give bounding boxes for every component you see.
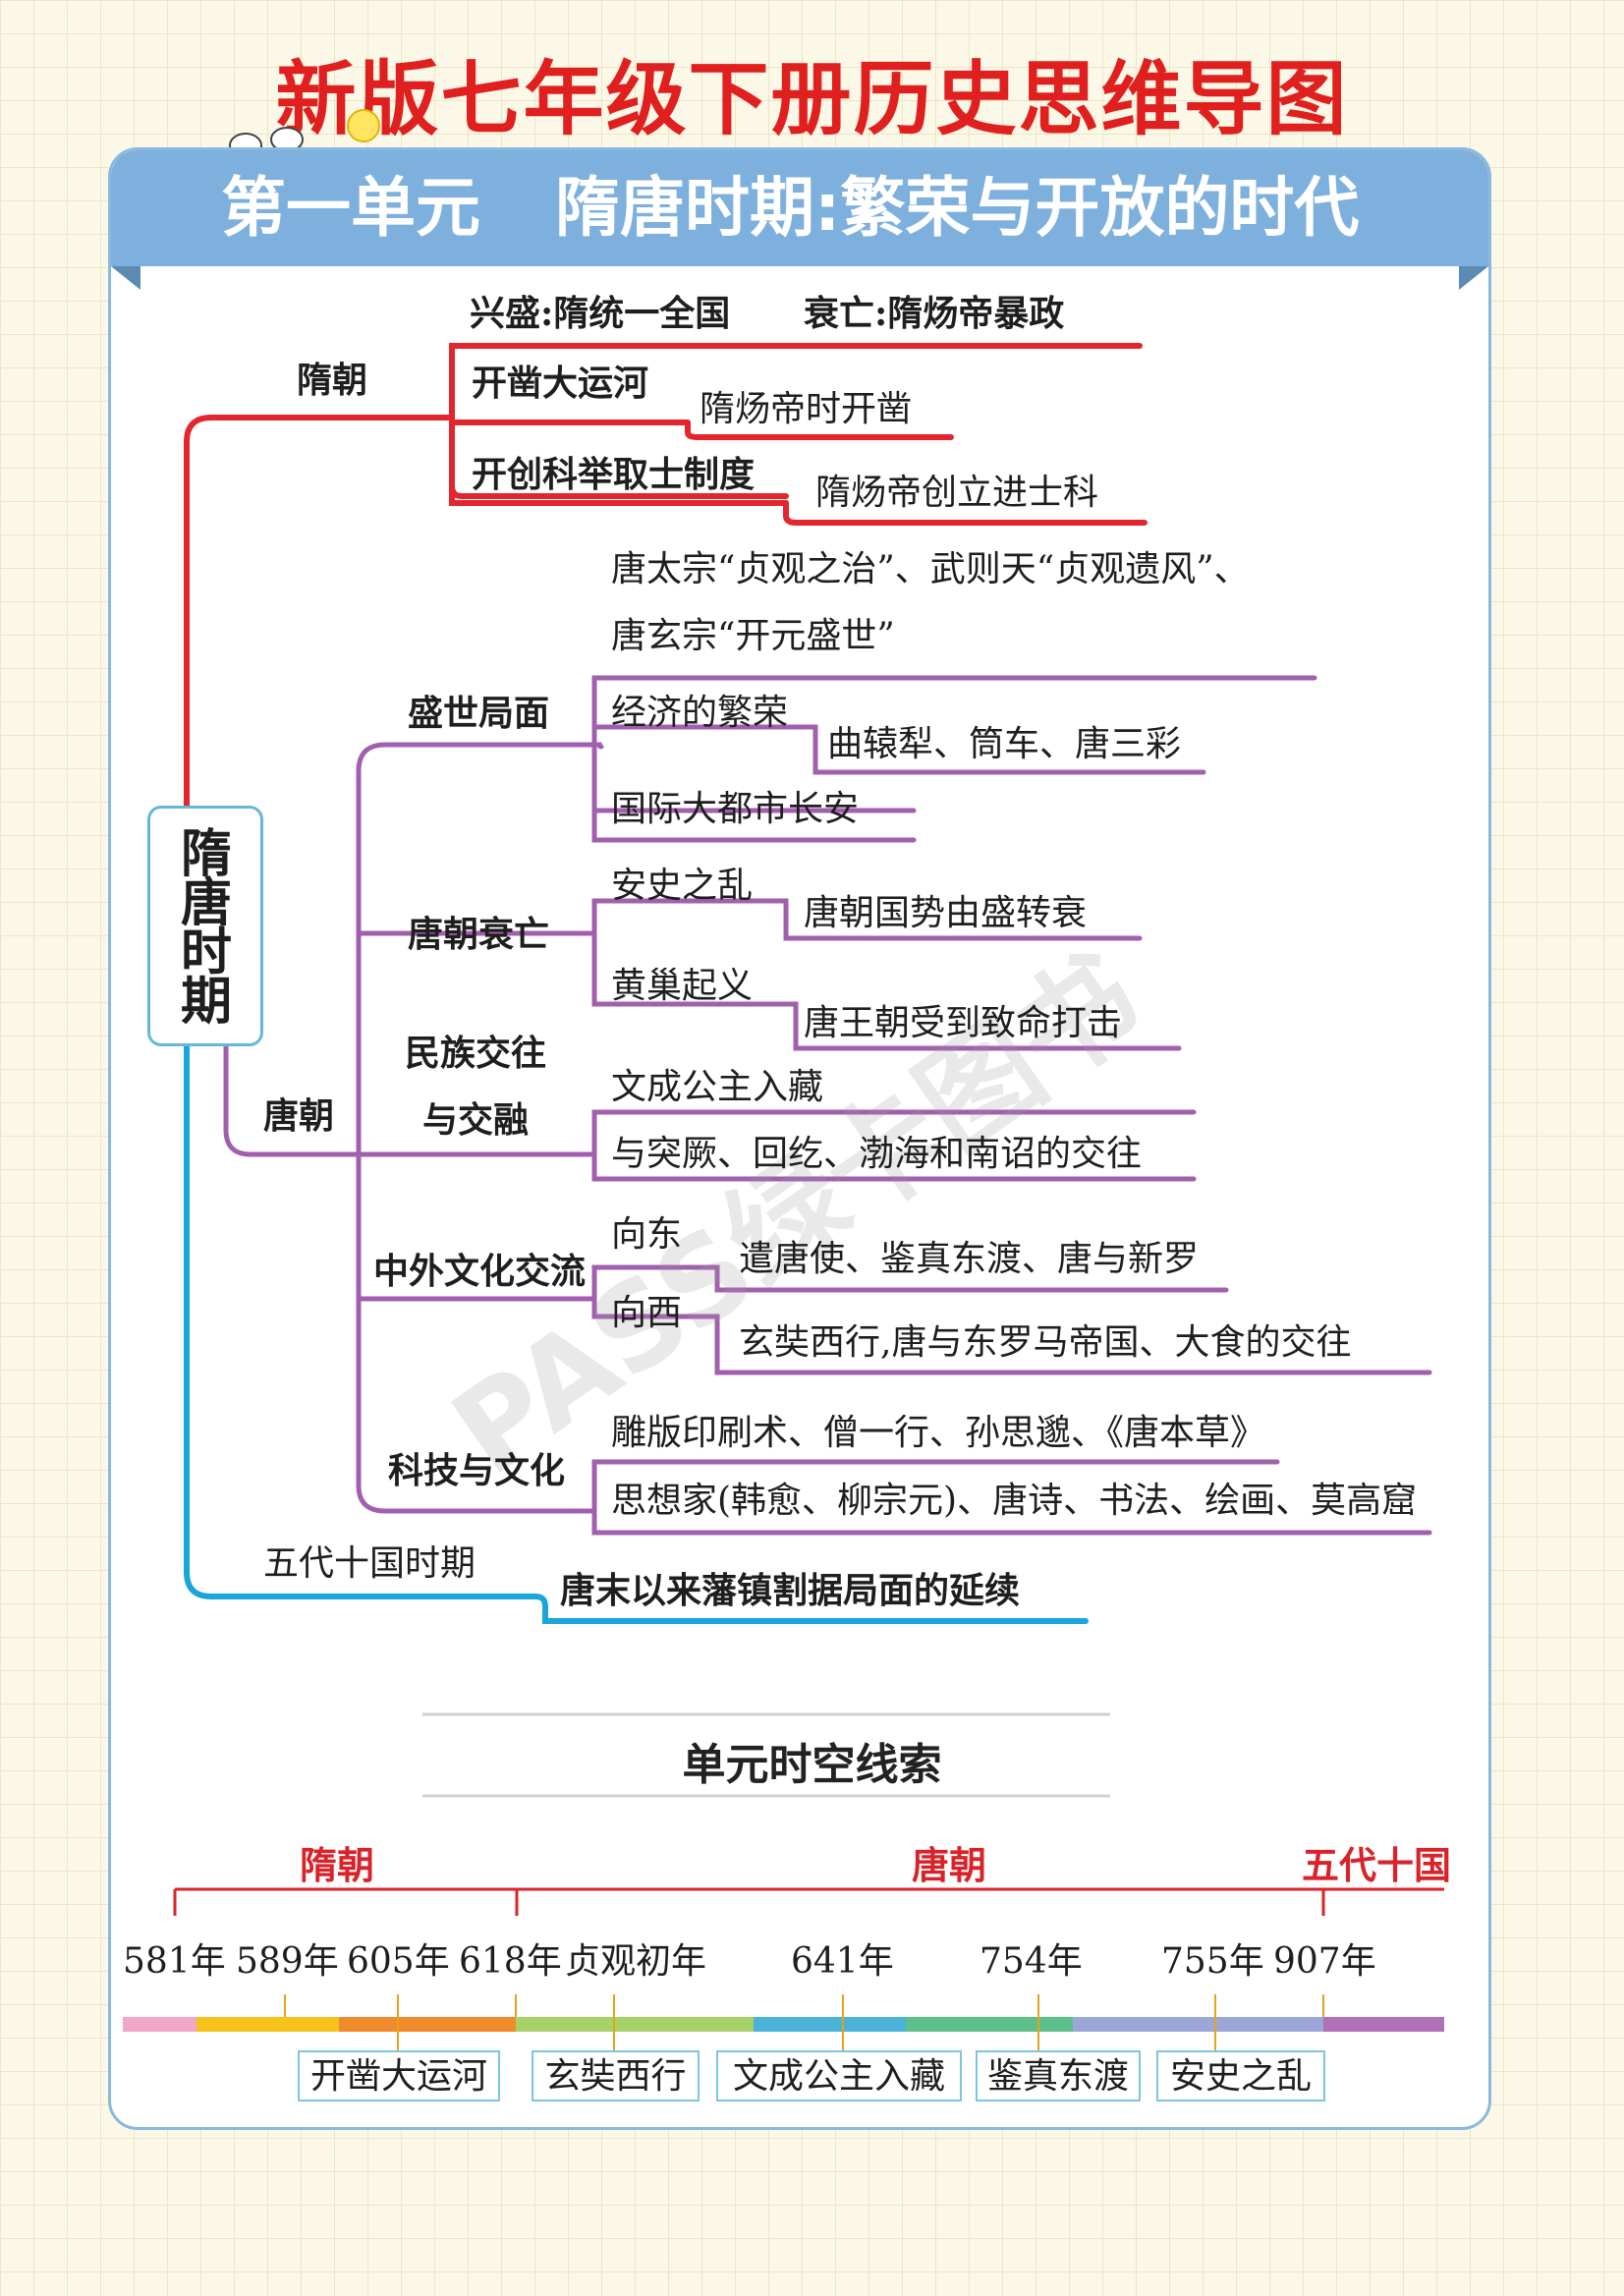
timeline-bar-segment [123, 2017, 196, 2032]
timeline-event: 玄奘西行 [532, 2050, 700, 2101]
timeline-graphics [123, 1887, 1444, 2050]
ethnic-item2: 与突厥、回纥、渤海和南诏的交往 [611, 1134, 1143, 1174]
unit-banner: 第一单元 隋唐时期:繁荣与开放的时代 [111, 150, 1488, 266]
ethnic-node-line1: 民族交往 [405, 1033, 547, 1074]
timeline-bar-segment [1073, 2017, 1323, 2032]
timeline-event: 文成公主入藏 [716, 2050, 962, 2101]
root-node: 隋唐时期 [180, 825, 232, 1032]
decline-node: 唐朝衰亡 [408, 914, 550, 955]
timeline-dynasty-sui: 隋朝 [300, 1844, 375, 1887]
foreign-west: 向西 [611, 1293, 683, 1333]
timeline-event: 鉴真东渡 [976, 2050, 1141, 2101]
timeline-bar-segment [339, 2017, 516, 2032]
tang-branch-lines [223, 675, 1432, 1536]
sui-branch-lines [184, 343, 1148, 809]
timeline-bar-segment [196, 2017, 339, 2032]
timeline-bar-segment [516, 2017, 754, 2032]
unit-label: 第一单元 [221, 170, 480, 246]
timeline-year: 581年 [123, 1941, 226, 1982]
timeline-event: 安史之乱 [1156, 2050, 1325, 2101]
five-dynasties-lines [184, 1043, 1089, 1624]
timeline-year: 贞观初年 [565, 1941, 707, 1982]
banner-fold-left [111, 266, 140, 290]
prosperity-line2: 唐玄宗“开元盛世” [611, 616, 895, 656]
foreign-west-note: 玄奘西行,唐与东罗马帝国、大食的交往 [739, 1322, 1352, 1363]
science-node: 科技与文化 [388, 1450, 566, 1491]
sui-exam: 开创科举取士制度 [472, 454, 756, 495]
prosperity-node: 盛世局面 [408, 693, 550, 734]
sui-fall: 衰亡:隋炀帝暴政 [804, 293, 1065, 334]
timeline-year: 589年 [236, 1941, 339, 1982]
timeline-title: 单元时空线索 [682, 1740, 942, 1790]
timeline-year: 907年 [1273, 1941, 1376, 1982]
content-card: 第一单元 隋唐时期:繁荣与开放的时代 [108, 147, 1491, 2130]
decline-anshi: 安史之乱 [611, 866, 754, 906]
five-dynasties-note: 唐末以来藩镇割据局面的延续 [560, 1570, 1021, 1611]
prosperity-line1: 唐太宗“贞观之治”、武则天“贞观遗风”、 [611, 549, 1250, 589]
foreign-east-note: 遣唐使、鉴真东渡、唐与新罗 [739, 1239, 1200, 1279]
ethnic-item1: 文成公主入藏 [611, 1067, 824, 1107]
timeline-bar-segment [906, 2017, 1073, 2032]
timeline-event: 开凿大运河 [298, 2050, 500, 2101]
prosperity-economy: 经济的繁荣 [611, 693, 789, 733]
sui-exam-note: 隋炀帝创立进士科 [815, 473, 1099, 513]
timeline-bar-segment [1323, 2017, 1444, 2032]
main-title: 新版七年级下册历史思维导图 [275, 53, 1349, 146]
timeline-year: 605年 [347, 1941, 450, 1982]
foreign-node: 中外文化交流 [373, 1251, 587, 1292]
tang-node: 唐朝 [263, 1096, 335, 1137]
science-item2: 思想家(韩愈、柳宗元)、唐诗、书法、绘画、莫高窟 [611, 1481, 1418, 1521]
prosperity-economy-note: 曲辕犁、筒车、唐三彩 [827, 724, 1182, 764]
unit-name: 隋唐时期:繁荣与开放的时代 [555, 170, 1360, 246]
foreign-east: 向东 [611, 1214, 683, 1255]
timeline-year: 618年 [459, 1941, 562, 1982]
five-dynasties-node: 五代十国时期 [263, 1543, 476, 1584]
timeline-year: 641年 [791, 1941, 894, 1982]
banner-fold-right [1459, 266, 1488, 290]
ethnic-node-line2: 与交融 [422, 1099, 530, 1141]
timeline-year: 755年 [1161, 1941, 1264, 1982]
timeline-title-rules [422, 1712, 1110, 1798]
science-item1: 雕版印刷术、僧一行、孙思邈、《唐本草》 [611, 1413, 1266, 1453]
prosperity-capital: 国际大都市长安 [611, 789, 860, 829]
sui-node: 隋朝 [297, 361, 368, 401]
timeline-year: 754年 [980, 1941, 1083, 1982]
sui-rise: 兴盛:隋统一全国 [470, 293, 731, 334]
timeline-bar-segment [754, 2017, 906, 2032]
sui-canal: 开凿大运河 [472, 363, 649, 404]
timeline-dynasty-five: 五代十国 [1302, 1844, 1452, 1887]
decline-huangchao-note: 唐王朝受到致命打击 [804, 1003, 1123, 1043]
root-node-box [147, 806, 263, 1046]
timeline-dynasty-tang: 唐朝 [912, 1844, 987, 1887]
sui-canal-note: 隋炀帝时开凿 [700, 389, 913, 429]
decline-anshi-note: 唐朝国势由盛转衰 [804, 893, 1088, 933]
decline-huangchao: 黄巢起义 [611, 966, 754, 1006]
